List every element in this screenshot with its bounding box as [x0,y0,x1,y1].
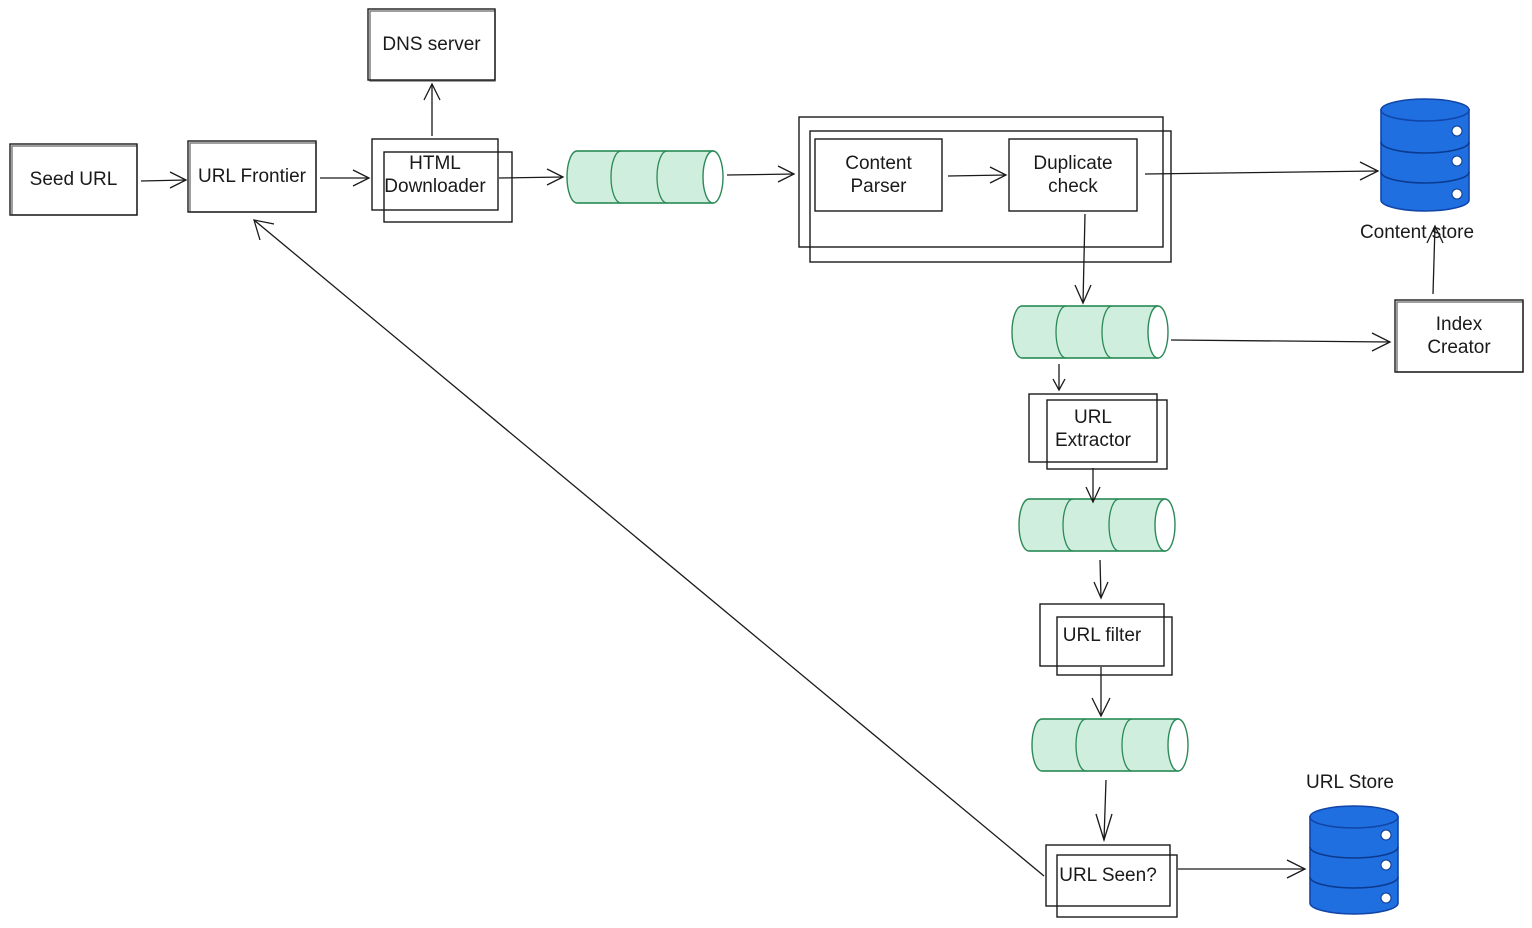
url-filter-label: URL filter [1062,624,1142,646]
parser-group-box[interactable] [798,116,1172,263]
dns-server-label: DNS server [382,34,481,55]
url-seen-box[interactable] [1045,844,1178,918]
message-queue-icon [1031,718,1189,772]
url-filter-box[interactable] [1039,603,1173,676]
message-queue-icon [1018,498,1176,552]
edge-frontier-to-downloader [320,169,371,187]
url-seen-label: URL Seen? [1059,865,1157,886]
edge-url-seen-to-url-store [1178,859,1307,879]
edge-url-filter-to-queue [1091,667,1111,718]
edge-duplicate-to-content-store [1144,161,1380,181]
edge-duplicate-to-queue [1074,213,1092,305]
edge-seed-to-frontier [140,171,188,189]
url-extractor-box[interactable] [1028,393,1168,470]
edge-index-creator-to-content-store [1426,224,1444,295]
url-store-label: URL Store [1306,772,1394,793]
edge-queue-to-url-seen [1095,779,1113,843]
seed-url-label: Seed URL [29,169,118,190]
message-queue-icon [1011,305,1169,359]
content-parser-label: Content Parser [845,153,912,197]
edge-queue-to-parser-group [726,165,796,183]
index-creator-label: Index Creator [1427,314,1491,358]
url-frontier-box[interactable] [187,140,317,213]
dns-server-box[interactable] [367,8,496,82]
duplicate-check-label: Duplicate check [1033,153,1113,197]
seed-url-box[interactable] [9,143,138,216]
database-icon [1380,98,1470,212]
message-queue-icon [566,150,724,204]
url-frontier-label: URL Frontier [197,166,307,187]
edge-url-seen-to-frontier [253,219,1045,877]
content-store-label: Content store [1359,222,1475,243]
index-creator-box[interactable] [1394,299,1524,373]
html-downloader-box[interactable] [371,138,513,223]
edge-downloader-to-queue [498,168,565,186]
content-parser-box[interactable] [814,138,943,212]
duplicate-check-box[interactable] [1008,138,1138,212]
edge-parser-to-duplicate [947,166,1008,184]
url-extractor-label: URL Extractor [1054,407,1132,451]
edge-queue-to-url-filter [1093,559,1109,600]
html-downloader-label: HTML Downloader [384,152,486,197]
edge-queue-to-url-extractor [1052,364,1066,392]
edge-queue-to-index-creator [1170,332,1392,352]
edge-downloader-to-dns [423,82,441,136]
edge-url-extractor-to-queue [1085,468,1101,504]
database-icon [1309,805,1399,915]
